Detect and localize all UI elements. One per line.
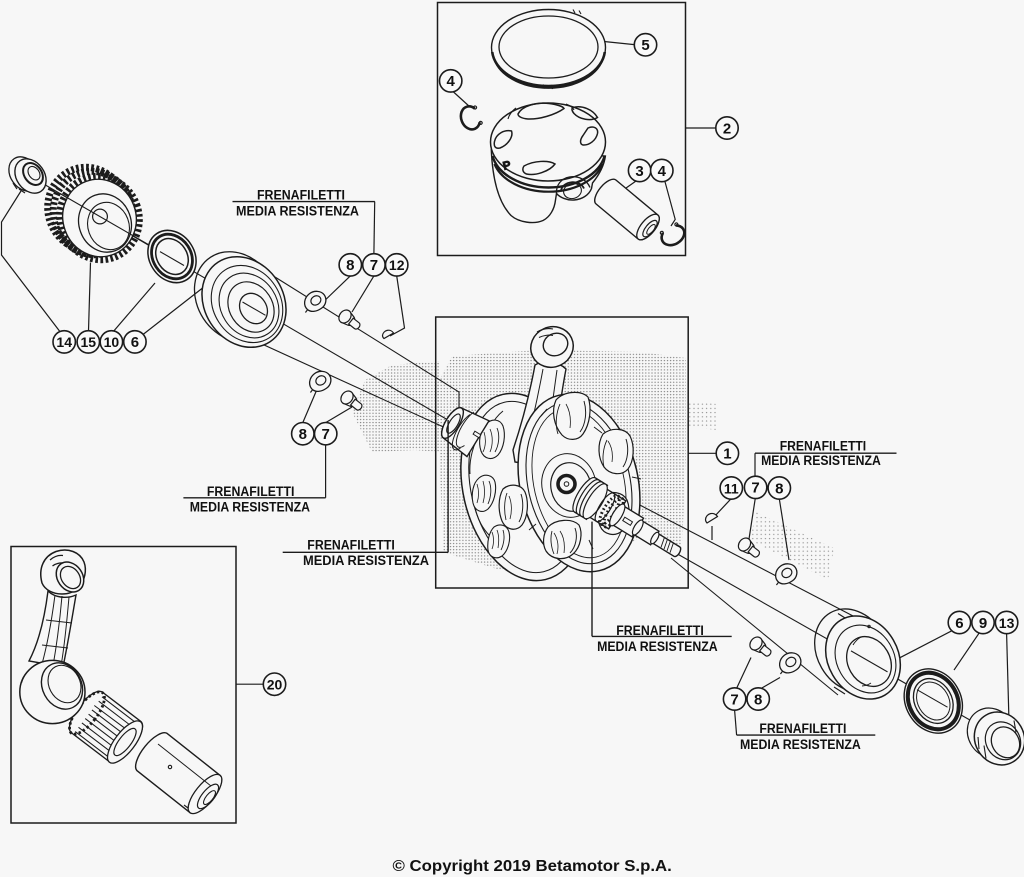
svg-text:6: 6 (955, 615, 963, 632)
svg-text:11: 11 (724, 480, 739, 496)
svg-text:1: 1 (723, 446, 731, 463)
svg-text:10: 10 (104, 334, 120, 350)
svg-text:20: 20 (267, 677, 283, 693)
svg-text:14: 14 (56, 334, 72, 350)
svg-text:MEDIA RESISTENZA: MEDIA RESISTENZA (761, 453, 881, 469)
svg-text:4: 4 (447, 73, 456, 90)
svg-text:FRENAFILETTI: FRENAFILETTI (759, 721, 846, 737)
svg-text:MEDIA RESISTENZA: MEDIA RESISTENZA (303, 553, 429, 569)
svg-text:7: 7 (751, 480, 759, 497)
svg-text:8: 8 (754, 691, 762, 708)
svg-text:FRENAFILETTI: FRENAFILETTI (616, 623, 704, 639)
svg-text:13: 13 (999, 615, 1015, 631)
svg-text:8: 8 (775, 480, 783, 497)
svg-text:FRENAFILETTI: FRENAFILETTI (207, 484, 295, 500)
svg-text:2: 2 (723, 120, 731, 137)
svg-text:MEDIA RESISTENZA: MEDIA RESISTENZA (597, 639, 718, 655)
svg-text:MEDIA RESISTENZA: MEDIA RESISTENZA (190, 499, 310, 515)
svg-text:MEDIA RESISTENZA: MEDIA RESISTENZA (236, 204, 359, 220)
svg-text:FRENAFILETTI: FRENAFILETTI (780, 438, 867, 454)
svg-text:7: 7 (370, 257, 378, 274)
svg-text:15: 15 (81, 334, 97, 350)
svg-text:4: 4 (658, 163, 667, 180)
svg-text:FRENAFILETTI: FRENAFILETTI (307, 538, 395, 554)
svg-text:P: P (502, 159, 513, 173)
svg-text:MEDIA RESISTENZA: MEDIA RESISTENZA (740, 737, 861, 753)
svg-text:6: 6 (131, 334, 139, 351)
svg-text:FRENAFILETTI: FRENAFILETTI (257, 188, 345, 204)
svg-text:7: 7 (730, 691, 738, 708)
svg-text:9: 9 (979, 615, 987, 632)
svg-text:© Copyright 2019 Betamotor S.p: © Copyright 2019 Betamotor S.p.A. (393, 858, 672, 875)
svg-text:5: 5 (641, 37, 649, 54)
svg-text:8: 8 (346, 257, 354, 274)
svg-text:7: 7 (322, 426, 330, 443)
svg-text:8: 8 (299, 426, 307, 443)
svg-text:3: 3 (635, 163, 643, 180)
svg-text:12: 12 (389, 257, 405, 273)
